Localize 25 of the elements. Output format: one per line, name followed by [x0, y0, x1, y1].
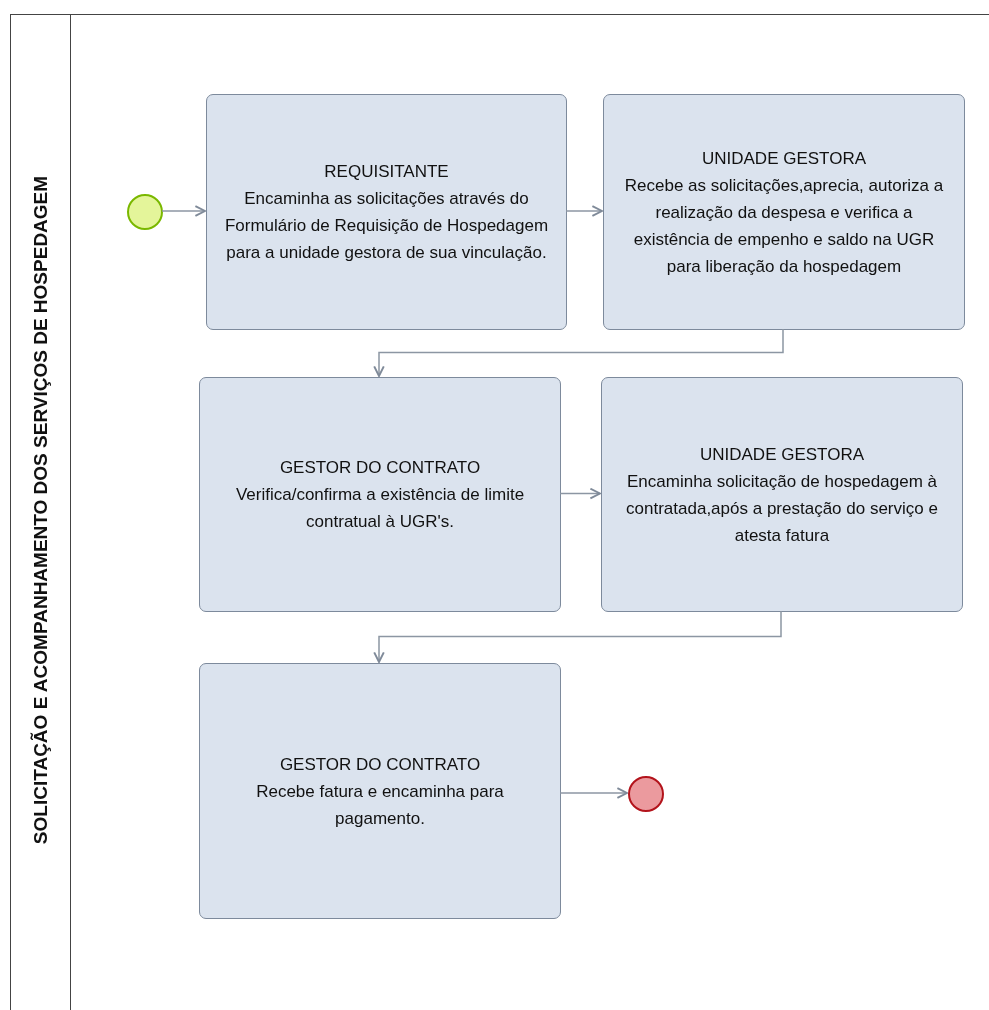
task-box	[603, 94, 965, 330]
task-description: Encaminha as solicitações através do Formulário de Requisição de Hospedagem para a unidade gestora de sua vinculação.	[223, 188, 550, 264]
task-description: Verifica/confirma a existência de limite contratual à UGR's.	[234, 484, 526, 533]
start-event	[127, 194, 163, 230]
task-title: UNIDADE GESTORA	[701, 147, 867, 170]
task-description: Encaminha solicitação de hospedagem à contratada,após a prestação do serviço e atesta fatura	[625, 470, 939, 547]
task-description: Recebe fatura e encaminha para pagamento.	[255, 780, 505, 830]
sequence-flow-arrow	[559, 787, 628, 799]
task-box	[601, 377, 963, 612]
sequence-flow-arrow	[373, 328, 784, 377]
task-box	[206, 94, 567, 330]
end-event	[628, 776, 664, 812]
task-box	[199, 377, 561, 612]
task-title: GESTOR DO CONTRATO	[279, 457, 481, 479]
task-title: REQUISITANTE	[324, 161, 449, 183]
task-box	[199, 663, 561, 919]
task-title: UNIDADE GESTORA	[699, 443, 865, 466]
task-description: Recebe as solicitações,aprecia, autoriza a realização da despesa e verifica a existência de empenho e saldo na UGR para liberação da hospedagem	[623, 174, 945, 278]
sequence-flow-arrow	[565, 205, 603, 217]
task-title: GESTOR DO CONTRATO	[279, 753, 481, 776]
pool	[10, 14, 989, 1010]
sequence-flow-arrow	[373, 610, 782, 663]
sequence-flow-arrow	[161, 205, 206, 217]
lane-title: SOLICITAÇÃO E ACOMPANHAMENTO DOS SERVIÇOS DE HOSPEDAGEM	[29, 174, 52, 847]
sequence-flow-arrow	[559, 487, 601, 500]
